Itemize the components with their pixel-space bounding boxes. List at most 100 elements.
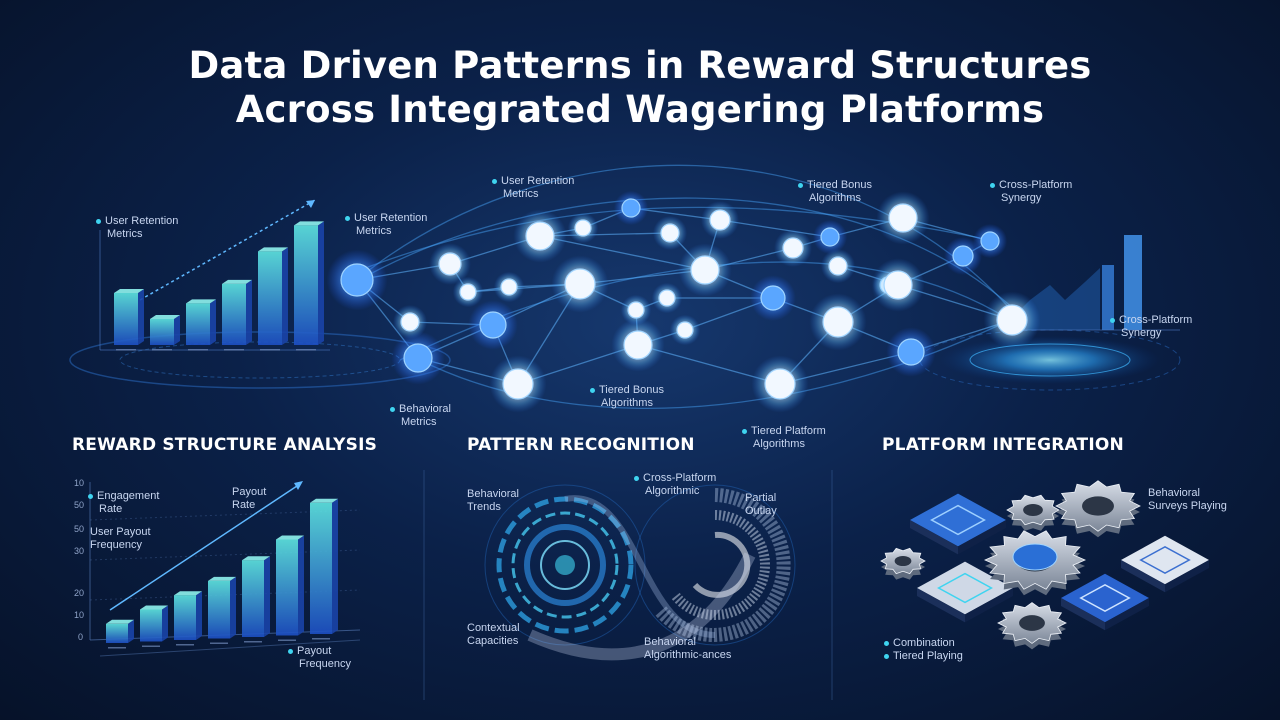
bar-top bbox=[174, 591, 202, 596]
network-node bbox=[983, 291, 1041, 349]
bar-category-tick bbox=[244, 641, 262, 643]
network-node bbox=[669, 314, 701, 346]
bar bbox=[310, 498, 338, 640]
ytick: 50 bbox=[74, 524, 85, 534]
left-top-bar-chart bbox=[114, 221, 324, 351]
bar-category-tick bbox=[108, 647, 126, 649]
bar-category-tick bbox=[312, 638, 330, 640]
section-title-platform: PLATFORM INTEGRATION bbox=[882, 435, 1124, 455]
network-node bbox=[886, 327, 936, 377]
bar-top bbox=[242, 556, 270, 561]
network-node bbox=[613, 190, 649, 226]
right-top-chart bbox=[919, 235, 1181, 391]
section-title-reward: REWARD STRUCTURE ANALYSIS bbox=[72, 435, 378, 455]
node-core bbox=[660, 223, 680, 243]
node-core bbox=[621, 198, 641, 218]
bar-side bbox=[264, 556, 270, 637]
gear-hub bbox=[894, 555, 912, 567]
node-core bbox=[952, 245, 974, 267]
bar-top bbox=[106, 619, 134, 624]
bar-category-tick bbox=[142, 645, 160, 647]
node-core bbox=[627, 301, 645, 319]
bullet-dot bbox=[990, 182, 995, 188]
node-core bbox=[525, 221, 555, 251]
bar-front bbox=[294, 225, 318, 345]
network-node bbox=[620, 294, 652, 326]
bullet-dot bbox=[390, 406, 395, 412]
node-core bbox=[676, 321, 694, 339]
network-node bbox=[678, 243, 732, 297]
bar-category-tick bbox=[278, 639, 296, 641]
network-node bbox=[611, 318, 665, 372]
bar-top bbox=[258, 247, 288, 252]
bullet-dot bbox=[1110, 317, 1115, 323]
node-core bbox=[564, 268, 596, 300]
bar bbox=[106, 619, 134, 649]
bar-side bbox=[298, 535, 304, 636]
gear-large-top bbox=[1055, 480, 1141, 538]
node-core bbox=[690, 255, 720, 285]
section-title-pattern: PATTERN RECOGNITION bbox=[467, 435, 695, 455]
gear-bottom bbox=[997, 602, 1067, 650]
bar-category-tick bbox=[176, 644, 194, 646]
network-node bbox=[392, 304, 428, 340]
tile-top bbox=[1121, 535, 1209, 585]
bar-category-tick bbox=[152, 349, 172, 351]
node-core bbox=[709, 209, 731, 231]
title-line-1: Data Driven Patterns in Reward Structure… bbox=[188, 44, 1092, 87]
bullet-dot bbox=[634, 475, 639, 481]
tile-top bbox=[910, 493, 1006, 547]
bar-front bbox=[150, 319, 174, 345]
network-node bbox=[871, 258, 925, 312]
bar-top bbox=[294, 221, 324, 226]
bar-front bbox=[276, 539, 298, 636]
bar-side bbox=[174, 315, 180, 345]
bar-category-tick bbox=[210, 642, 228, 644]
network-node bbox=[468, 300, 518, 350]
network-node bbox=[651, 282, 683, 314]
module-tile-center-left bbox=[917, 561, 1013, 623]
node-core bbox=[764, 368, 796, 400]
network-node bbox=[944, 237, 982, 275]
bullet-dot bbox=[492, 178, 497, 184]
module-tile-right bbox=[1121, 535, 1209, 593]
node-core bbox=[340, 263, 374, 297]
ytick: 10 bbox=[74, 610, 85, 620]
network-node bbox=[751, 355, 809, 413]
tile-screen bbox=[1139, 545, 1191, 575]
node-core bbox=[403, 343, 433, 373]
bar-front bbox=[310, 502, 332, 634]
bullet-dot bbox=[590, 387, 595, 393]
network-node bbox=[489, 355, 547, 413]
bar-side bbox=[318, 221, 324, 345]
bullet-dot bbox=[798, 182, 803, 188]
node-core bbox=[980, 231, 1000, 251]
bar-side bbox=[196, 591, 202, 640]
node-core bbox=[502, 368, 534, 400]
network-node bbox=[326, 249, 388, 311]
bullet-dot bbox=[345, 215, 350, 221]
bar bbox=[258, 247, 288, 351]
bar-top bbox=[114, 289, 144, 293]
bar-category-tick bbox=[116, 349, 136, 351]
tile-right bbox=[958, 520, 1006, 555]
node-core bbox=[782, 237, 804, 259]
bar-front bbox=[114, 293, 138, 345]
network-node bbox=[812, 219, 848, 255]
ytick: 20 bbox=[74, 588, 85, 598]
network-node bbox=[750, 275, 796, 321]
network-node bbox=[551, 255, 609, 313]
bar-category-tick bbox=[188, 349, 208, 351]
bar-top bbox=[276, 535, 304, 540]
bar-top bbox=[208, 576, 236, 581]
network-node bbox=[452, 276, 484, 308]
network-node bbox=[429, 243, 471, 285]
